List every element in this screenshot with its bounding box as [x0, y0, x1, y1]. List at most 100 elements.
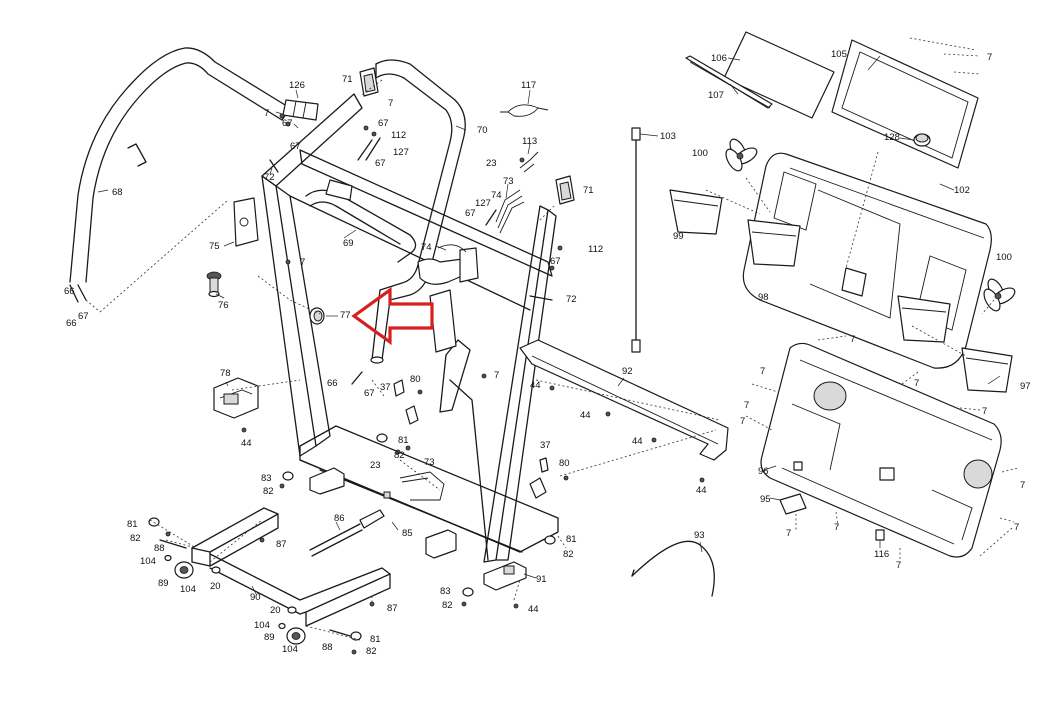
- endcap-part-71-a: [359, 67, 379, 97]
- label-77: 77: [340, 310, 351, 321]
- label-104: 104: [140, 556, 156, 567]
- label-83: 83: [261, 473, 272, 484]
- label-81: 81: [127, 519, 138, 530]
- highlight-arrow-pointing-to-part-77: [351, 286, 434, 346]
- label-82: 82: [130, 533, 141, 544]
- label-7: 7: [744, 400, 749, 411]
- label-104: 104: [282, 644, 298, 655]
- fasteners: [69, 113, 705, 655]
- wire-part-73: [399, 471, 445, 501]
- label-72: 72: [264, 172, 275, 183]
- label-127: 127: [393, 147, 409, 158]
- label-7: 7: [1020, 480, 1025, 491]
- label-66: 66: [64, 286, 75, 297]
- label-73: 73: [424, 457, 435, 468]
- red-arrow: [351, 286, 434, 346]
- label-80: 80: [559, 458, 570, 469]
- label-7: 7: [834, 522, 839, 533]
- label-126: 126: [289, 80, 305, 91]
- label-20: 20: [210, 581, 221, 592]
- cup-holder-part-98: [747, 219, 801, 267]
- label-70: 70: [477, 125, 488, 136]
- label-74: 74: [491, 190, 502, 201]
- clip-part-116: [875, 529, 885, 541]
- label-87: 87: [387, 603, 398, 614]
- label-37: 37: [380, 382, 391, 393]
- cover-part-95: [779, 493, 807, 515]
- label-71: 71: [583, 185, 594, 196]
- label-67: 67: [465, 208, 476, 219]
- knob-part-77: [309, 307, 325, 325]
- label-23: 23: [370, 460, 381, 471]
- console-housing-part-96: [760, 342, 1002, 558]
- cup-part-99: [669, 189, 723, 235]
- crossbar-part-69: [305, 179, 417, 263]
- label-128: 128: [884, 132, 900, 143]
- label-7: 7: [760, 366, 765, 377]
- label-7: 7: [786, 528, 791, 539]
- label-82: 82: [366, 646, 377, 657]
- base-frame-part-85: [299, 425, 559, 559]
- label-71: 71: [342, 74, 353, 85]
- knob-part-76: [206, 271, 222, 298]
- label-67: 67: [378, 118, 389, 129]
- label-99: 99: [673, 231, 684, 242]
- label-104: 104: [254, 620, 270, 631]
- label-66: 66: [66, 318, 77, 329]
- cup-holder-part-98-b: [897, 295, 951, 343]
- label-44: 44: [580, 410, 591, 421]
- wheel-part-89-a: [174, 561, 194, 579]
- base-rear-frame-part-90: [191, 507, 391, 627]
- bracket-part-78: [213, 377, 259, 419]
- label-87: 87: [276, 539, 287, 550]
- shock-part-86: [309, 509, 385, 557]
- label-67: 67: [364, 388, 375, 399]
- label-7: 7: [987, 52, 992, 63]
- cable-part-103: [631, 127, 641, 353]
- console-cover-part-106: [723, 31, 835, 119]
- label-7: 7: [850, 334, 855, 345]
- label-104: 104: [180, 584, 196, 595]
- endcap-part-71-b: [555, 175, 575, 205]
- label-82: 82: [563, 549, 574, 560]
- cable-part-93: [631, 540, 715, 597]
- label-44: 44: [528, 604, 539, 615]
- label-88: 88: [154, 543, 165, 554]
- label-74: 74: [421, 242, 432, 253]
- label-69: 69: [343, 238, 354, 249]
- label-7: 7: [982, 406, 987, 417]
- label-44: 44: [632, 436, 643, 447]
- wheel-part-89-b: [286, 627, 306, 645]
- foot-part-91: [483, 561, 527, 591]
- label-78: 78: [220, 368, 231, 379]
- part-number-labels: 126 7 67 67 72 68 75 7 76 77 69 71 7 67 …: [64, 49, 1031, 657]
- button-part-128: [913, 133, 931, 147]
- label-7: 7: [740, 416, 745, 427]
- cup-part-97: [961, 347, 1013, 393]
- rail-part-92: [519, 339, 729, 461]
- label-75: 75: [209, 241, 220, 252]
- label-103: 103: [660, 131, 676, 142]
- label-91: 91: [536, 574, 547, 585]
- label-89: 89: [264, 632, 275, 643]
- label-81: 81: [398, 435, 409, 446]
- console-strip-part-107: [685, 55, 773, 109]
- label-113: 113: [522, 136, 537, 147]
- label-7: 7: [914, 378, 919, 389]
- label-112: 112: [588, 244, 603, 255]
- label-98: 98: [758, 292, 769, 303]
- label-76: 76: [218, 300, 229, 311]
- grip-end-part-126: [282, 99, 319, 121]
- label-7: 7: [896, 560, 901, 571]
- fan-part-100-a: [725, 138, 758, 172]
- label-44: 44: [241, 438, 252, 449]
- label-7: 7: [494, 370, 499, 381]
- label-82: 82: [442, 600, 453, 611]
- label-93: 93: [694, 530, 705, 541]
- label-67: 67: [78, 311, 89, 322]
- label-92: 92: [622, 366, 633, 377]
- label-127: 127: [475, 198, 491, 209]
- label-7: 7: [300, 257, 305, 268]
- label-67: 67: [282, 118, 293, 129]
